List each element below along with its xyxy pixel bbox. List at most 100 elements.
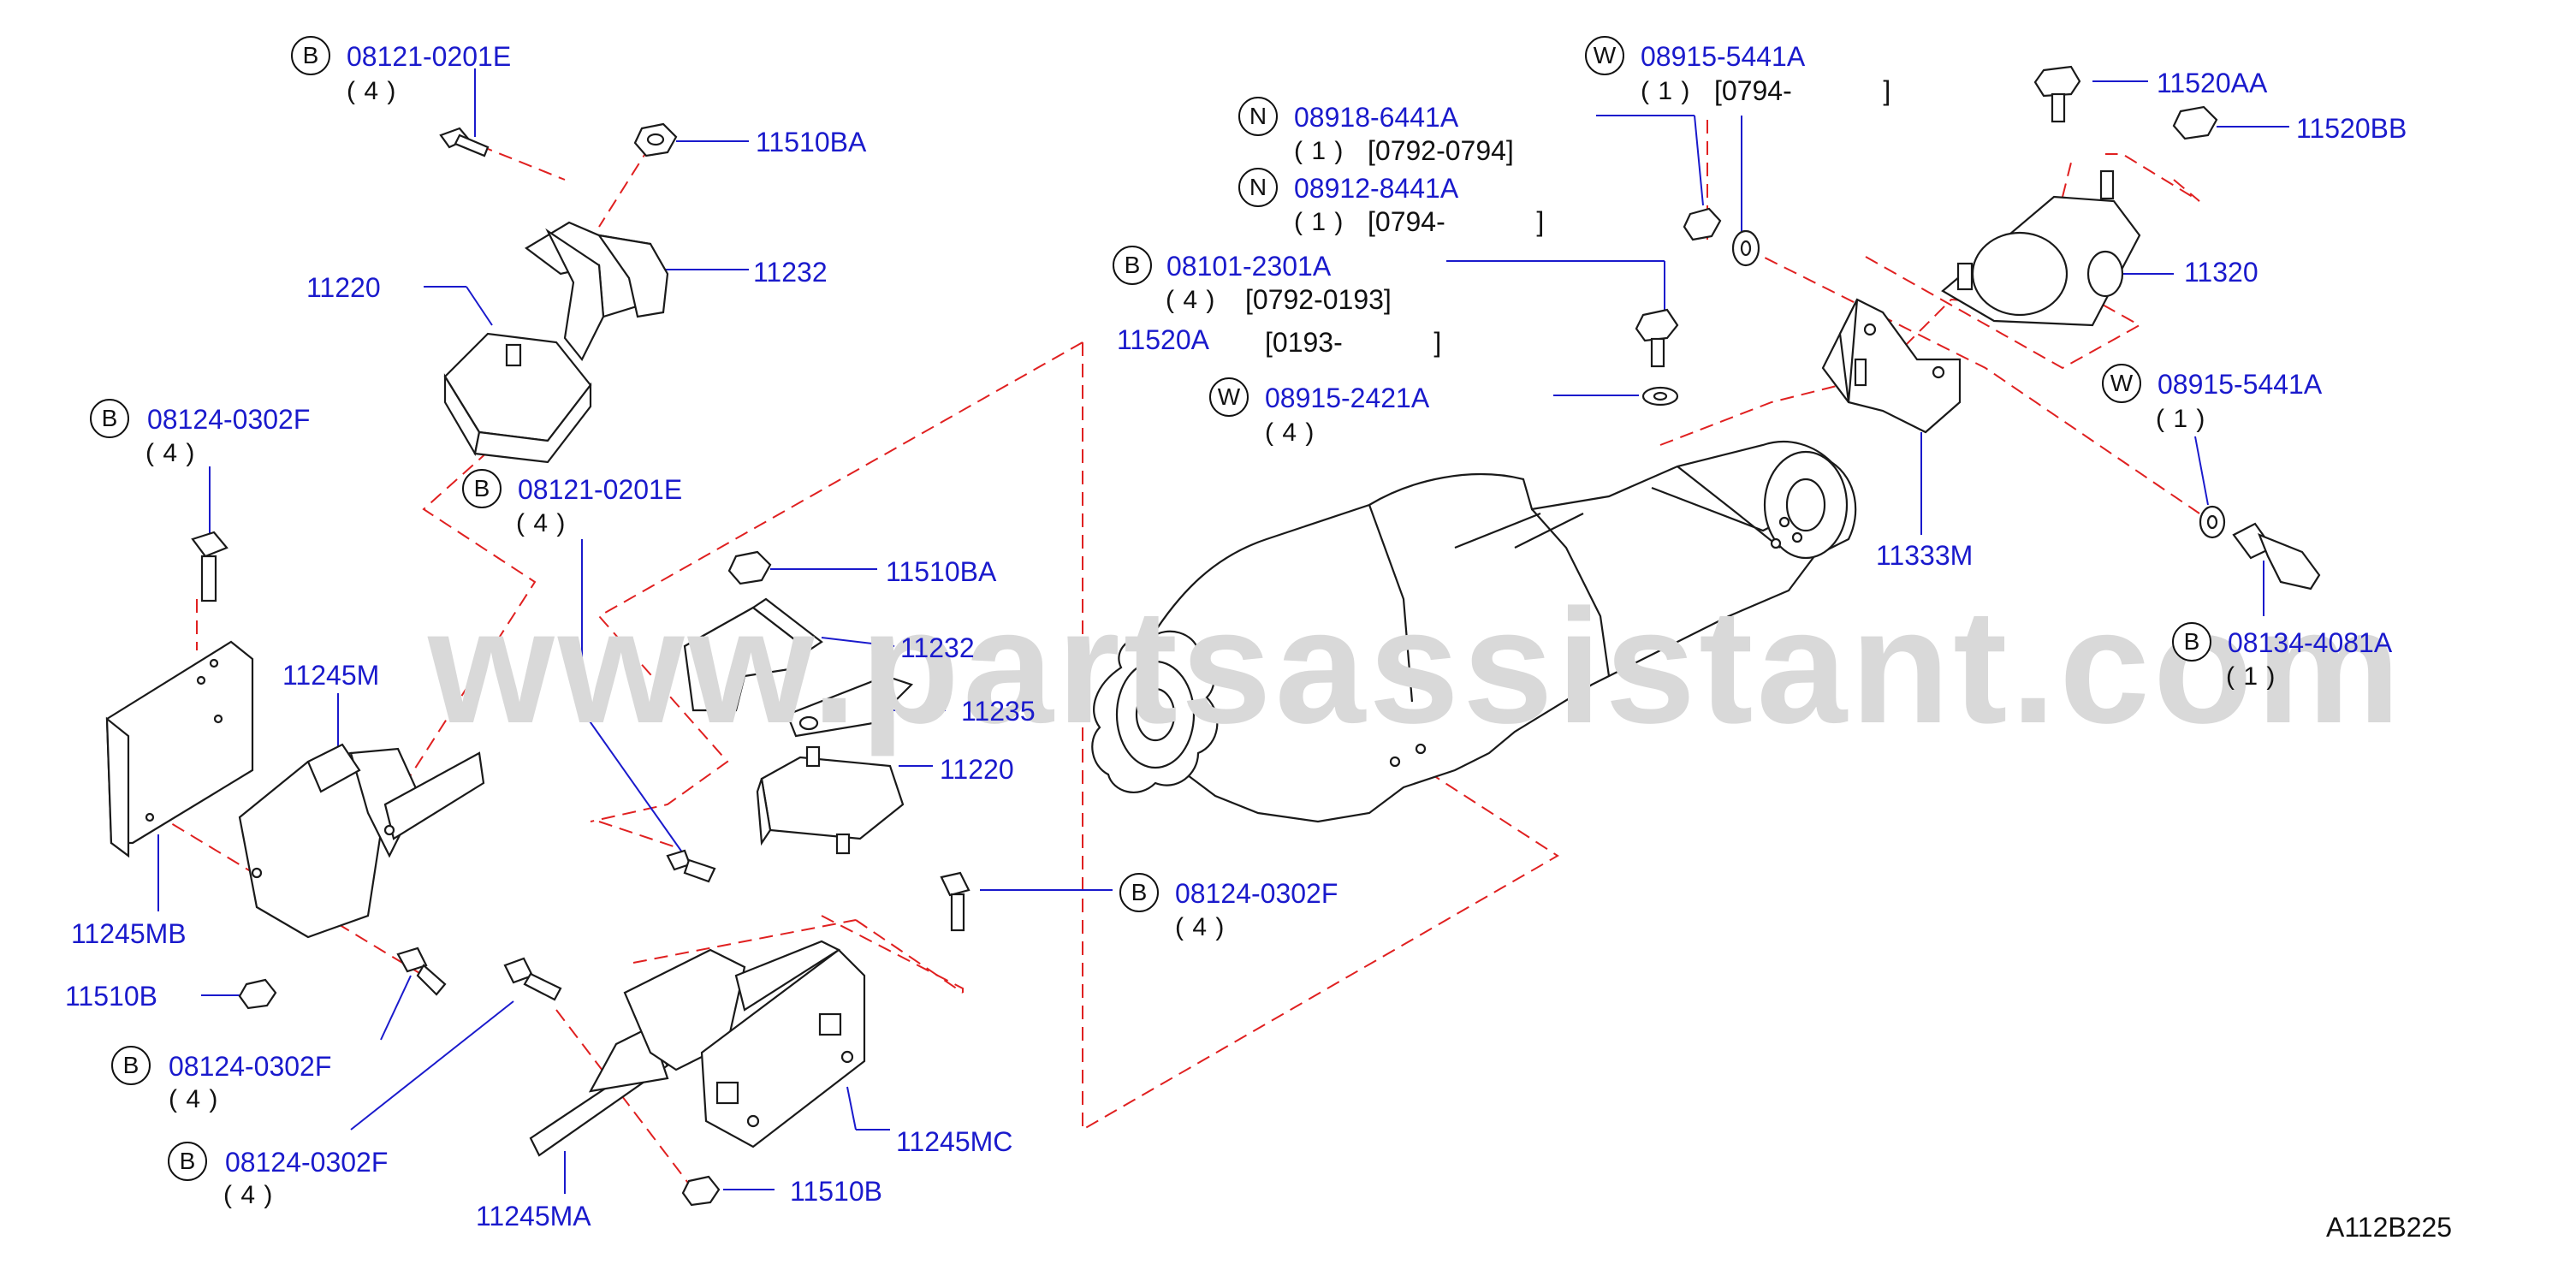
bracket-upper-left bbox=[525, 221, 669, 362]
part-label-11520a[interactable]: 11520A bbox=[1117, 324, 1209, 355]
part-qty: ( 4 ) bbox=[347, 77, 397, 105]
prefix-n-icon: N bbox=[1238, 97, 1278, 136]
nut-upper-left bbox=[633, 122, 678, 157]
part-label-08124-0302f[interactable]: 08124-0302F bbox=[1175, 878, 1338, 909]
center-mount-group bbox=[666, 550, 914, 883]
date-code: [0794- ] bbox=[1368, 206, 1545, 237]
part-label-11220[interactable]: 11220 bbox=[940, 754, 1014, 785]
bolt-upper-left bbox=[439, 127, 490, 157]
transmission bbox=[1091, 441, 1857, 823]
bottom-bracket-group bbox=[503, 871, 970, 1207]
prefix-b-icon: B bbox=[168, 1142, 207, 1181]
part-label-08101-2301a[interactable]: 08101-2301A bbox=[1166, 251, 1332, 282]
part-label-11220[interactable]: 11220 bbox=[306, 272, 381, 303]
part-label-08121-0201e[interactable]: 08121-0201E bbox=[347, 41, 512, 72]
bracket-11333m bbox=[1821, 298, 1962, 434]
part-label-11510b[interactable]: 11510B bbox=[790, 1176, 882, 1207]
bracket-11245ma bbox=[529, 948, 746, 1157]
prefix-n-icon: N bbox=[1238, 168, 1278, 207]
part-label-11232[interactable]: 11232 bbox=[753, 257, 828, 288]
part-label-08124-0302f[interactable]: 08124-0302F bbox=[225, 1147, 389, 1178]
rear-mount-group bbox=[1635, 65, 2321, 590]
part-label-11232[interactable]: 11232 bbox=[900, 632, 975, 663]
assembly-lines bbox=[153, 110, 2200, 1190]
insulator-upper-left bbox=[443, 332, 592, 464]
part-label-08134-4081a[interactable]: 08134-4081A bbox=[2228, 627, 2393, 658]
part-qty: ( 1 ) bbox=[1641, 77, 1691, 105]
prefix-w-icon: W bbox=[2102, 364, 2141, 403]
nut-11510b-left bbox=[238, 978, 277, 1010]
part-label-11510ba[interactable]: 11510BA bbox=[756, 127, 867, 157]
nut-08918 bbox=[1683, 207, 1722, 241]
prefix-b-icon: B bbox=[291, 36, 330, 75]
diagram-code: A112B225 bbox=[2326, 1212, 2453, 1243]
bracket-center bbox=[683, 597, 823, 712]
leader-lines bbox=[157, 68, 2289, 1194]
bracket-11245mc bbox=[700, 940, 866, 1148]
part-label-08121-0201e[interactable]: 08121-0201E bbox=[518, 474, 683, 505]
nut-11510b-bottom bbox=[681, 1175, 721, 1207]
washer-08915-5441a-right bbox=[2199, 505, 2226, 539]
part-label-08124-0302f[interactable]: 08124-0302F bbox=[169, 1051, 332, 1082]
date-code: [0794- ] bbox=[1714, 75, 1891, 106]
bracket-11245mb bbox=[105, 640, 254, 858]
part-label-11245m[interactable]: 11245M bbox=[282, 660, 380, 691]
watermark: www.partsassistant.com bbox=[428, 576, 2404, 757]
bolt-left-top bbox=[191, 531, 229, 602]
bolt-center-left bbox=[666, 849, 716, 883]
mount-11245m bbox=[238, 743, 485, 939]
bolt-11520aa bbox=[2033, 65, 2081, 123]
bolt-08124-right bbox=[940, 871, 970, 932]
bolt-bottom bbox=[503, 957, 562, 1001]
bolt-left-lower bbox=[396, 947, 447, 996]
part-label-11510b[interactable]: 11510B bbox=[65, 981, 157, 1012]
part-label-08915-5441a[interactable]: 08915-5441A bbox=[2158, 369, 2323, 400]
part-label-08915-5441a[interactable]: 08915-5441A bbox=[1641, 41, 1806, 72]
part-label-11320[interactable]: 11320 bbox=[2184, 257, 2258, 288]
prefix-b-icon: B bbox=[2172, 622, 2211, 662]
insulator-11320 bbox=[1941, 169, 2141, 327]
part-label-11520bb[interactable]: 11520BB bbox=[2296, 113, 2407, 144]
upper-left-mount-group bbox=[439, 122, 678, 464]
plate-center bbox=[786, 674, 914, 738]
date-code: [0792-0193] bbox=[1245, 284, 1392, 315]
part-label-11520aa[interactable]: 11520AA bbox=[2157, 68, 2268, 98]
part-label-11510ba[interactable]: 11510BA bbox=[886, 556, 997, 587]
prefix-b-icon: B bbox=[462, 469, 502, 508]
bolt-08134 bbox=[2232, 522, 2321, 590]
prefix-b-icon: B bbox=[1113, 246, 1152, 285]
part-qty: ( 4 ) bbox=[1175, 913, 1226, 941]
bell-housing bbox=[1091, 630, 1219, 793]
part-label-11333m[interactable]: 11333M bbox=[1876, 540, 1974, 571]
prefix-b-icon: B bbox=[111, 1046, 151, 1085]
date-code: [0193- ] bbox=[1265, 327, 1442, 358]
part-qty: ( 4 ) bbox=[223, 1181, 274, 1209]
prefix-w-icon: W bbox=[1585, 36, 1624, 75]
part-qty: ( 1 ) bbox=[2226, 662, 2276, 691]
prefix-b-icon: B bbox=[1119, 873, 1159, 912]
prefix-b-icon: B bbox=[90, 399, 129, 438]
part-qty: ( 4 ) bbox=[1265, 418, 1315, 447]
part-qty: ( 4 ) bbox=[145, 439, 196, 467]
part-qty: ( 4 ) bbox=[1166, 286, 1216, 314]
part-label-08918-6441a[interactable]: 08918-6441A bbox=[1294, 102, 1459, 133]
bolt-08101 bbox=[1635, 308, 1679, 368]
part-label-08912-8441a[interactable]: 08912-8441A bbox=[1294, 173, 1459, 204]
insulator-center bbox=[756, 745, 905, 855]
part-label-08124-0302f[interactable]: 08124-0302F bbox=[147, 404, 311, 435]
part-qty: ( 4 ) bbox=[169, 1085, 219, 1113]
part-qty: ( 4 ) bbox=[516, 509, 567, 537]
washer-08915-5441a-top bbox=[1731, 229, 1760, 267]
nut-center bbox=[727, 550, 772, 585]
part-qty: ( 1 ) bbox=[1294, 137, 1344, 165]
part-qty: ( 1 ) bbox=[1294, 208, 1344, 236]
left-bracket-group bbox=[105, 531, 485, 1010]
nut-11520bb bbox=[2172, 105, 2218, 140]
date-code: [0792-0794] bbox=[1368, 135, 1514, 166]
part-label-11245mc[interactable]: 11245MC bbox=[896, 1126, 1013, 1157]
part-label-11245mb[interactable]: 11245MB bbox=[71, 918, 187, 949]
part-label-11245ma[interactable]: 11245MA bbox=[476, 1201, 591, 1231]
part-label-08915-2421a[interactable]: 08915-2421A bbox=[1265, 383, 1430, 413]
prefix-w-icon: W bbox=[1209, 377, 1249, 417]
part-label-11235[interactable]: 11235 bbox=[961, 696, 1036, 727]
